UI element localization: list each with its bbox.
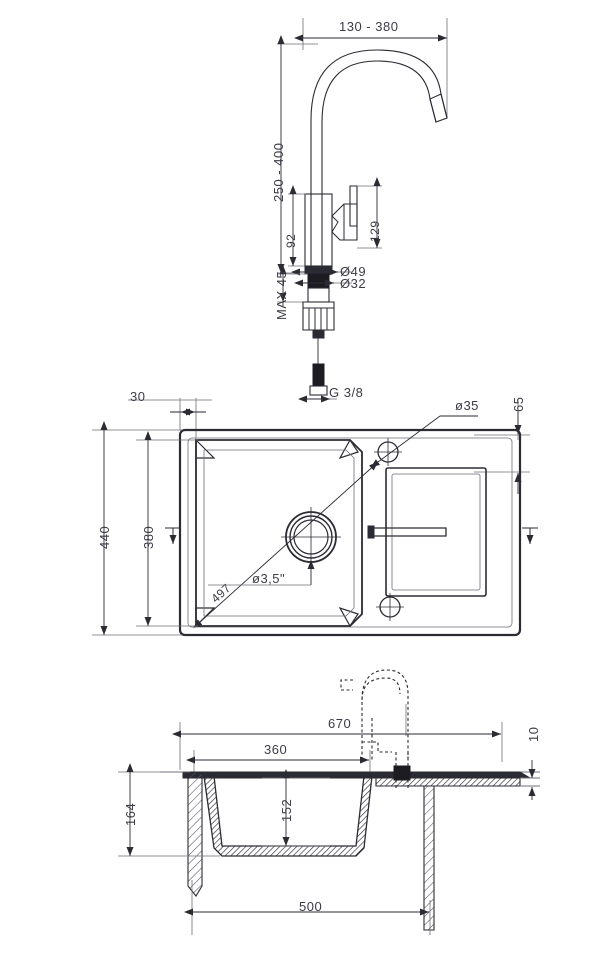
dim-sink-overall-width: 440 — [97, 525, 112, 549]
dim-section-bowl-length: 360 — [264, 742, 288, 757]
dim-faucet-lever-height: 129 — [368, 220, 382, 242]
dim-faucet-body-height: 92 — [284, 233, 298, 248]
dim-sink-right-offset: 65 — [511, 396, 526, 412]
dim-faucet-max-thickness: MAX 45 — [274, 270, 289, 320]
dim-faucet-shank-diameter: Ø32 — [340, 276, 367, 291]
dim-section-outer-depth: 164 — [123, 802, 138, 826]
faucet-elevation-group — [277, 18, 448, 403]
dim-sink-bowl-width: 380 — [141, 525, 156, 549]
dim-section-ledge-thickness: 10 — [526, 726, 541, 742]
dim-faucet-flange-diameter: Ø49 — [340, 264, 367, 279]
dim-sink-tap-hole-diameter: ø35 — [455, 398, 479, 413]
dim-section-cabinet-width: 500 — [299, 899, 323, 914]
dim-section-bowl-depth: 152 — [279, 798, 294, 822]
dim-sink-edge-offset: 30 — [130, 389, 146, 404]
sink-top-view-group — [92, 398, 538, 637]
dim-faucet-reach: 130 - 380 — [339, 19, 399, 34]
dim-faucet-height: 250 - 400 — [271, 142, 286, 202]
dim-faucet-thread: G 3/8 — [329, 385, 364, 400]
dim-section-overall-length: 670 — [328, 716, 352, 731]
sink-cross-section-group — [118, 669, 540, 935]
dim-sink-drain-diameter: ø3,5" — [252, 571, 286, 586]
